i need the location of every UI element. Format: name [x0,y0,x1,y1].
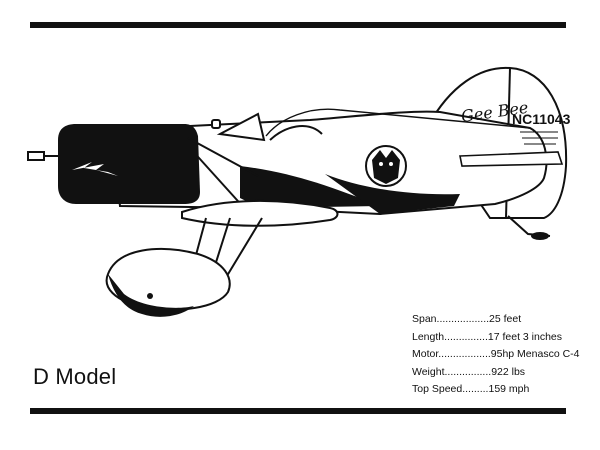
top-rule [30,22,566,28]
fuselage [108,110,548,216]
aircraft-illustration: Gee Bee NC11043 [10,58,580,333]
lower-fuselage-stripe [240,166,380,208]
lightning-bolt [72,162,118,176]
aircraft-registration: NC11043 [512,111,571,127]
spec-row-span: Span..................25 feet [412,313,522,325]
cockpit [269,125,323,141]
spec-list: Span..................25 feet Length....… [412,311,594,399]
engine-cowl [58,124,200,204]
lower-wing [181,199,339,227]
windshield [216,112,266,142]
model-title: D Model [33,364,117,389]
horizontal-stabilizer [459,151,564,167]
spec-row-top-speed: Top Speed.........159 mph [412,383,530,395]
spec-row-length: Length...............17 feet 3 inches [412,330,563,343]
upper-wing-strut [187,137,259,177]
spec-row-weight: Weight................922 lbs [412,365,526,378]
bottom-rule [30,408,566,414]
spec-row-motor: Motor..................95hp Menasco C-4 [412,348,580,360]
